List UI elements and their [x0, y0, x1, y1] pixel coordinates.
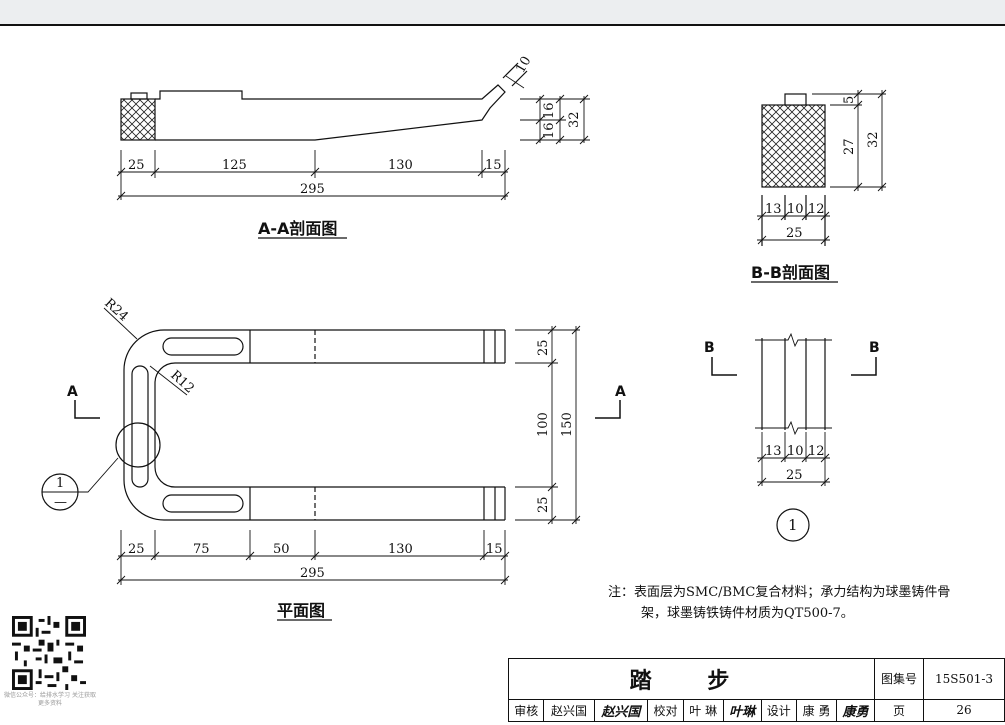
top-border-band — [0, 0, 1005, 26]
bb-dim-htotal: 32 — [866, 131, 881, 148]
section-a-mark-left: A — [67, 384, 78, 400]
note-text: 注：表面层为SMC/BMC复合材料；承力结构为球墨铸件骨 架，球墨铸铁铸件材质为… — [608, 582, 988, 624]
detail-ref-number: 1 — [56, 476, 64, 491]
review-label: 审核 — [507, 698, 545, 723]
aa-dim-htotal: 32 — [567, 111, 582, 128]
plan-dim-total: 295 — [300, 566, 325, 581]
plan-title: 平面图 — [277, 601, 325, 620]
detail-dim-w2: 10 — [787, 444, 804, 459]
qr-caption: 微信公众号：给排水学习 关注获取更多资料 — [4, 692, 96, 707]
aa-section-title: A-A剖面图 — [258, 219, 337, 238]
aa-dim-seg3: 130 — [388, 158, 413, 173]
plan-dim-v2: 100 — [536, 412, 551, 437]
section-b-mark-left: B — [704, 340, 715, 356]
note-line-2: 架，球墨铸铁铸件材质为QT500-7。 — [641, 606, 854, 621]
atlas-number: 15S501-3 — [923, 658, 1005, 700]
note-line-1: 注：表面层为SMC/BMC复合材料；承力结构为球墨铸件骨 — [608, 585, 951, 600]
qr-code-icon — [12, 616, 86, 690]
section-a-mark-right: A — [615, 384, 626, 400]
bb-dim-w1: 13 — [765, 202, 782, 217]
design-label: 设计 — [760, 698, 798, 723]
plan-dim-seg2: 75 — [193, 542, 210, 557]
detail-dim-w1: 13 — [765, 444, 782, 459]
plan-dim-v1: 25 — [536, 339, 551, 356]
aa-dim-h1: 16 — [542, 102, 557, 119]
detail-1-number: 1 — [788, 516, 798, 534]
bb-dim-w3: 12 — [808, 202, 825, 217]
designer-signature: 康勇 — [836, 698, 875, 723]
plan-dim-seg3: 50 — [273, 542, 290, 557]
checker-signature: 叶琳 — [722, 698, 762, 723]
aa-tip-dim: 10 — [513, 54, 534, 76]
bb-dim-wtotal: 25 — [786, 226, 803, 241]
bb-section-title: B-B剖面图 — [751, 263, 830, 282]
bb-dim-h1: 5 — [842, 96, 857, 104]
plan-view — [41, 307, 621, 585]
detail-dim-w3: 12 — [808, 444, 825, 459]
page-label: 页 — [874, 698, 924, 723]
aa-dimension-lines — [116, 94, 590, 201]
check-label: 校对 — [647, 698, 684, 723]
section-b-mark-right: B — [869, 340, 880, 356]
aa-dim-seg1: 25 — [128, 158, 145, 173]
plan-dim-seg4: 130 — [388, 542, 413, 557]
designer-name: 康 勇 — [796, 698, 838, 723]
plan-dim-v3: 25 — [536, 496, 551, 513]
checker-name: 叶 琳 — [682, 698, 724, 723]
atlas-label: 图集号 — [874, 658, 924, 700]
aa-dim-h2: 16 — [542, 122, 557, 139]
reviewer-signature: 赵兴国 — [593, 698, 649, 723]
aa-dim-seg4: 15 — [485, 158, 502, 173]
plan-dim-seg5: 15 — [486, 542, 503, 557]
bb-dim-w2: 10 — [787, 202, 804, 217]
reviewer-name: 赵兴国 — [543, 698, 595, 723]
aa-section-view — [120, 62, 528, 141]
detail-ref-sheet: — — [54, 495, 67, 510]
aa-dim-seg2: 125 — [222, 158, 247, 173]
detail-1-view — [711, 332, 877, 542]
title-block: 踏 步 图集号 15S501-3 审核 赵兴国 赵兴国 校对 叶 琳 叶琳 设计… — [507, 658, 1005, 723]
detail-dim-wtotal: 25 — [786, 468, 803, 483]
bb-dim-h2: 27 — [842, 138, 857, 155]
plan-dim-r-outer: R24 — [101, 296, 131, 325]
bb-section-view — [757, 89, 887, 246]
drawing-name: 踏 步 — [508, 658, 875, 700]
page-number: 26 — [923, 698, 1005, 723]
plan-dim-r-inner: R12 — [167, 368, 197, 397]
plan-dim-seg1: 25 — [128, 542, 145, 557]
aa-dim-total: 295 — [300, 182, 325, 197]
plan-dim-vtotal: 150 — [560, 412, 575, 437]
